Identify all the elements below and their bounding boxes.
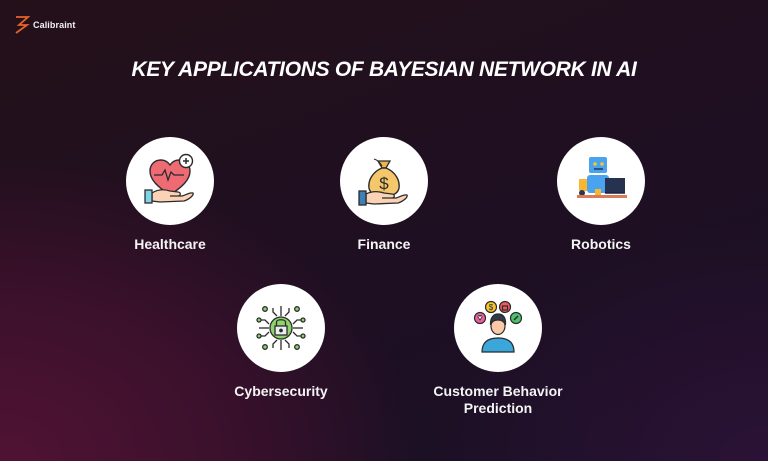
icon-circle: $ [340, 137, 428, 225]
application-customer-behavior-prediction: $ Customer Behavior Prediction [398, 284, 598, 417]
icon-circle: $ [454, 284, 542, 372]
heart-in-hand-plus-icon [144, 153, 194, 204]
icon-circle [557, 137, 645, 225]
icon-circle [237, 284, 325, 372]
application-label: Healthcare [134, 236, 206, 252]
label-line-1: Customer Behavior [433, 383, 563, 399]
application-label: Robotics [571, 236, 631, 252]
circuit-lock-icon [256, 306, 306, 350]
label-line-2: Prediction [463, 400, 533, 416]
svg-text:$: $ [379, 174, 389, 193]
money-bag-in-hand-icon: $ [358, 158, 408, 206]
svg-text:$: $ [489, 303, 494, 312]
person-with-preferences-icon: $ [473, 300, 523, 353]
brand-name: Calibraint [33, 20, 76, 30]
application-healthcare: Healthcare [70, 137, 270, 253]
page-title: KEY APPLICATIONS OF BAYESIAN NETWORK IN … [131, 58, 637, 81]
application-finance: $ Finance [284, 137, 484, 253]
application-label: Cybersecurity [234, 383, 328, 399]
zigzag-z-logo-icon [15, 16, 31, 34]
icon-circle [126, 137, 214, 225]
robot-at-laptop-icon [577, 157, 627, 198]
application-robotics: Robotics [501, 137, 701, 253]
application-label: Customer Behavior Prediction [398, 383, 598, 417]
brand-logo: Calibraint [13, 15, 76, 35]
application-label: Finance [357, 236, 411, 252]
application-cybersecurity: Cybersecurity [181, 284, 381, 400]
